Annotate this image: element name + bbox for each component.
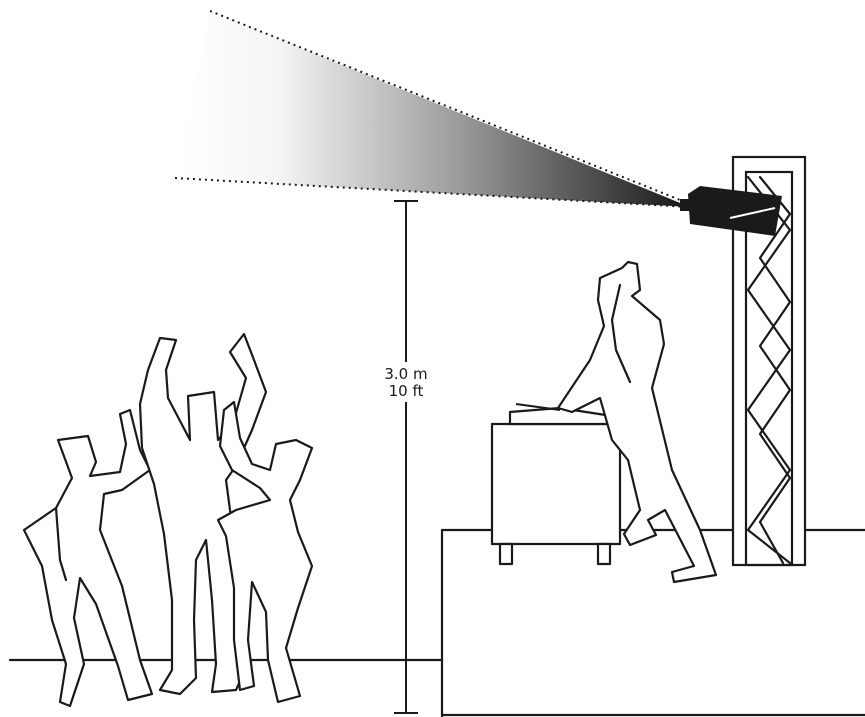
height-metric-label: 3.0 m bbox=[384, 365, 427, 383]
dimension-label-bg bbox=[376, 362, 436, 402]
booth-table bbox=[490, 422, 622, 546]
turntable bbox=[508, 406, 614, 426]
booth-leg-right bbox=[596, 542, 612, 566]
height-dimension: 3.0 m 10 ft bbox=[376, 200, 436, 714]
beam-lower-edge bbox=[174, 177, 691, 208]
dancer-left-arm bbox=[54, 506, 68, 582]
stage-platform bbox=[440, 528, 865, 717]
dj-figure bbox=[556, 260, 718, 584]
booth-leg-left bbox=[498, 542, 514, 566]
turntable-lid bbox=[515, 403, 561, 411]
projector-icon bbox=[680, 186, 782, 236]
truss-bracing-outer bbox=[746, 175, 792, 565]
dancer-figure-left bbox=[22, 408, 154, 708]
dancer-figure-right bbox=[216, 400, 314, 704]
dj-arm-detail bbox=[610, 283, 632, 384]
dj-booth bbox=[490, 403, 622, 566]
height-imperial-label: 10 ft bbox=[389, 382, 424, 400]
projector-mount bbox=[729, 207, 776, 219]
beam-upper-edge bbox=[209, 10, 691, 205]
light-beam bbox=[174, 10, 691, 208]
